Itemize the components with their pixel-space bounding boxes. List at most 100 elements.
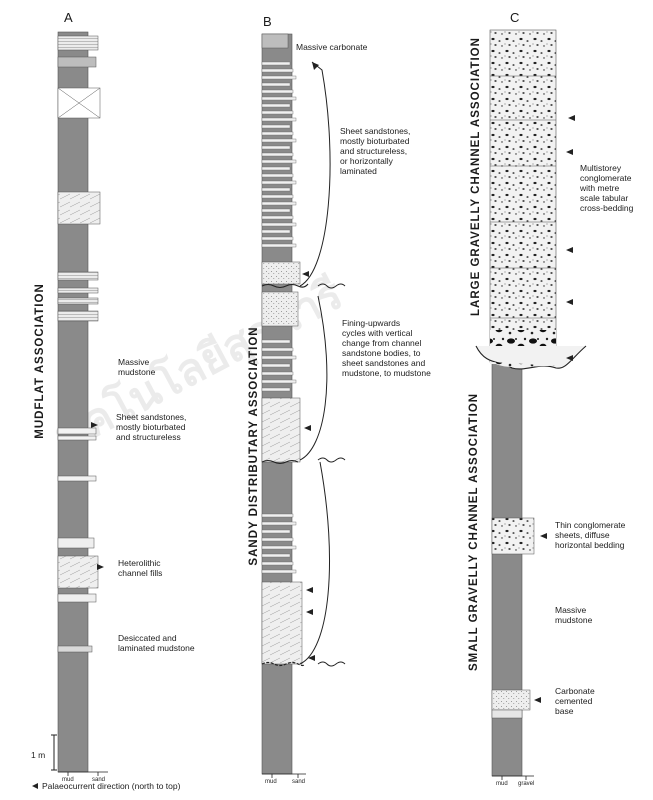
column-c-heading: C (510, 10, 519, 25)
column-b-sheet-sandstone (262, 209, 290, 212)
column-c-carbonate-base (492, 690, 530, 710)
axis-c-mud: mud (496, 781, 508, 788)
column-a-heterolithic-bed (58, 594, 96, 602)
column-b-sheet-sandstone (262, 132, 293, 135)
column-b-sheet-sandstone (262, 111, 293, 114)
legend-arrow-icon (32, 783, 38, 789)
column-b-sheet-sandstone (262, 554, 290, 557)
column-b-sheet-sandstone (262, 388, 290, 391)
palaeocurrent-arrow-icon (566, 247, 573, 253)
column-a-association-title: MUDFLAT ASSOCIATION (34, 281, 46, 441)
column-b-sheet-sandstone (262, 514, 293, 517)
column-c-conglomerate (490, 30, 556, 362)
palaeocurrent-arrow-icon (306, 587, 313, 593)
column-b-sheet-sandstone (262, 181, 296, 184)
column-b-sheet-sandstone (262, 125, 290, 128)
column-b-carbonate-bed (262, 34, 288, 48)
column-b-sheet-sandstone (262, 62, 290, 65)
label-c-thin-conglomerate: Thin conglomerate sheets, diffuse horizo… (555, 520, 625, 550)
column-b-sheet-sandstone (262, 174, 293, 177)
palaeocurrent-arrow-icon (306, 609, 313, 615)
column-a-sand-bed (58, 57, 96, 67)
column-b-sheet-sandstone (262, 216, 293, 219)
palaeocurrent-arrow-icon (308, 655, 315, 661)
palaeocurrent-arrow-icon (304, 425, 311, 431)
column-b-sheet-sandstone (262, 139, 296, 142)
column-c-lower-association-title: SMALL GRAVELLY CHANNEL ASSOCIATION (468, 421, 480, 671)
label-c-massive-mudstone: Massive mudstone (555, 605, 592, 625)
column-b-heading: B (263, 14, 272, 29)
column-a-sand-bed (58, 192, 100, 224)
palaeocurrent-arrow-icon (566, 299, 573, 305)
fining-upward-curve (300, 462, 330, 664)
column-b-sheet-sandstone (262, 237, 293, 240)
column-c-log (476, 30, 586, 780)
column-a-sheet-sandstone (58, 288, 98, 293)
column-b-sheet-sandstone (262, 244, 296, 247)
column-a-mud-body (58, 32, 88, 772)
axis-b-sand: sand (292, 779, 305, 786)
column-b-log (262, 34, 345, 778)
column-b-sheet-sandstone (262, 380, 296, 383)
column-a-sheet-sandstone (58, 428, 96, 434)
label-a-heterolithic: Heterolithic channel fills (118, 558, 162, 578)
column-b-sheet-sandstone (262, 76, 296, 79)
fining-upward-curve (300, 296, 327, 460)
column-b-sheet-sandstone (262, 188, 290, 191)
column-b-sheet-sandstone (262, 546, 296, 549)
column-b-sheet-sandstone (262, 562, 293, 565)
palaeocurrent-arrow-icon (91, 422, 98, 428)
legend-text: Palaeocurrent direction (north to top) (42, 781, 180, 791)
column-a-log (51, 32, 108, 776)
column-b-sheet-sandstone (262, 83, 290, 86)
column-b-sheet-sandstone (262, 364, 290, 367)
column-b-sheet-sandstone (262, 522, 296, 525)
column-b-channel-sandstone (262, 262, 300, 284)
column-b-sheet-sandstone (262, 223, 296, 226)
column-b-sheet-sandstone (262, 118, 296, 121)
column-a-sheet-sandstone (58, 311, 98, 321)
column-b-channel-sandstone (262, 398, 300, 462)
column-a-sheet-sandstone (58, 272, 98, 280)
column-b-association-title: SANDY DISTRIBUTARY ASSOCIATION (248, 316, 260, 576)
label-b-massive-carbonate: Massive carbonate (296, 42, 367, 52)
column-b-sheet-sandstone (262, 348, 293, 351)
column-b-sheet-sandstone (262, 356, 296, 359)
column-b-sheet-sandstone (262, 538, 293, 541)
cycle-boundary (318, 662, 345, 666)
column-b-sheet-sandstone (262, 97, 296, 100)
column-b-sheet-sandstone (262, 195, 293, 198)
label-c-carbonate-base: Carbonate cemented base (555, 686, 595, 716)
fining-upward-curve (300, 62, 330, 286)
column-b-sheet-sandstone (262, 372, 293, 375)
palaeocurrent-arrow-icon (566, 149, 573, 155)
column-c-upper-association-title: LARGE GRAVELLY CHANNEL ASSOCIATION (470, 66, 482, 316)
palaeocurrent-arrow-icon (97, 564, 104, 570)
column-a-heterolithic-bed (58, 556, 98, 588)
column-b-sheet-sandstone (262, 146, 290, 149)
column-b-sheet-sandstone (262, 340, 290, 343)
palaeocurrent-arrow-icon (534, 697, 541, 703)
label-b-fining-upwards: Fining-upwards cycles with vertical chan… (342, 318, 431, 378)
column-a-sheet-sandstone (58, 298, 98, 304)
column-a-sand-bed (58, 36, 98, 50)
label-a-massive-mudstone: Massive mudstone (118, 357, 155, 377)
column-b-channel-sandstone (262, 292, 298, 326)
axis-c-gravel: gravel (518, 781, 534, 788)
label-a-desiccated: Desiccated and laminated mudstone (118, 633, 195, 653)
column-b-sheet-sandstone (262, 167, 290, 170)
column-a-heterolithic-bed (58, 538, 94, 548)
scale-label: 1 m (31, 750, 45, 760)
column-b-sheet-sandstone (262, 160, 296, 163)
palaeocurrent-arrow-icon (302, 271, 309, 277)
column-b-sheet-sandstone (262, 104, 290, 107)
column-a-desiccated-bed (58, 646, 92, 652)
label-a-sheet-sandstones: Sheet sandstones, mostly bioturbated and… (116, 412, 186, 442)
label-b-sheet-sandstones: Sheet sandstones, mostly bioturbated and… (340, 126, 410, 176)
column-b-sheet-sandstone (262, 570, 296, 573)
cycle-boundary (318, 284, 345, 288)
column-b-sheet-sandstone (262, 90, 293, 93)
column-b-sheet-sandstone (262, 230, 290, 233)
